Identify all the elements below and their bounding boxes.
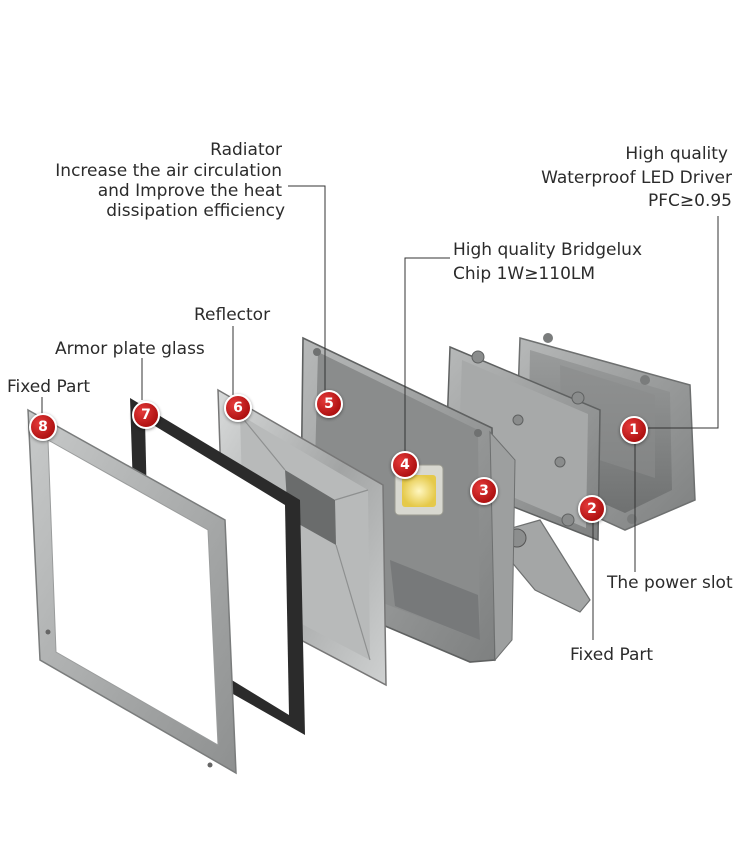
power-slot-label: The power slot bbox=[607, 573, 733, 593]
chip-desc-2: Chip 1W≥110LM bbox=[453, 264, 596, 284]
armor-glass-label: Armor plate glass bbox=[55, 339, 205, 359]
fixed-part-rear-label: Fixed Part bbox=[570, 645, 654, 665]
badge-8: 8 bbox=[29, 413, 57, 441]
rear-bracket bbox=[504, 519, 591, 613]
badge-4: 4 bbox=[391, 451, 419, 479]
driver-desc-2: Waterproof LED Driver bbox=[541, 168, 732, 188]
badge-3: 3 bbox=[470, 477, 498, 505]
radiator-desc-2: and Improve the heat bbox=[97, 181, 282, 201]
radiator-desc-1: Increase the air circulation bbox=[55, 161, 282, 181]
leader-radiator bbox=[288, 185, 326, 392]
badge-7: 7 bbox=[132, 401, 160, 429]
chip-desc-1: High quality Bridgelux bbox=[453, 240, 643, 260]
badge-2: 2 bbox=[578, 495, 606, 523]
leader-chip bbox=[404, 257, 450, 455]
leader-driver bbox=[648, 216, 719, 429]
leader-lines bbox=[41, 185, 719, 640]
badge-1: 1 bbox=[620, 416, 648, 444]
reflector-label: Reflector bbox=[194, 305, 271, 325]
driver-desc-3: PFC≥0.95 bbox=[648, 191, 732, 211]
radiator-desc-3: dissipation efficiency bbox=[106, 201, 285, 221]
fixed-part-front-label: Fixed Part bbox=[7, 377, 91, 397]
badge-5: 5 bbox=[315, 390, 343, 418]
radiator-title: Radiator bbox=[210, 140, 282, 160]
driver-desc-1: High quality bbox=[625, 144, 728, 164]
front-frame bbox=[27, 408, 237, 775]
badge-6: 6 bbox=[224, 394, 252, 422]
